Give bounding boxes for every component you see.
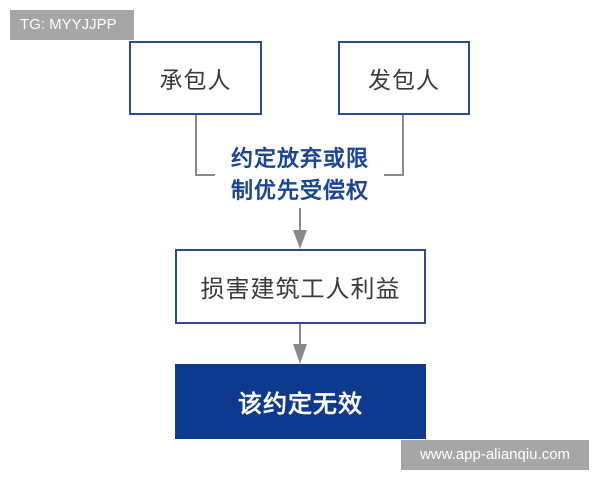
harm-label: 损害建筑工人利益 [200, 275, 401, 303]
arrow-down-icon [293, 208, 307, 249]
result-node: 该约定无效 [175, 364, 426, 439]
contractor-label: 承包人 [159, 68, 232, 94]
employer-node: 发包人 [338, 41, 470, 115]
watermark-bottom-right: www.app-alianqiu.com [401, 440, 589, 470]
arrow-down-icon [293, 324, 307, 364]
agreement-label: 约定放弃或限 制优先受偿权 [215, 144, 385, 208]
result-label: 该约定无效 [238, 390, 363, 418]
left-connector-vertical [195, 115, 197, 176]
contractor-node: 承包人 [129, 41, 262, 115]
left-connector-horizontal [195, 174, 215, 176]
watermark-top-left: TG: MYYJJPP [10, 10, 134, 40]
agreement-label-line2: 制优先受偿权 [230, 179, 369, 204]
harm-node: 损害建筑工人利益 [175, 249, 426, 324]
right-connector-horizontal [384, 174, 404, 176]
right-connector-vertical [402, 115, 404, 176]
employer-label: 发包人 [368, 68, 440, 94]
agreement-label-line1: 约定放弃或限 [230, 147, 369, 172]
